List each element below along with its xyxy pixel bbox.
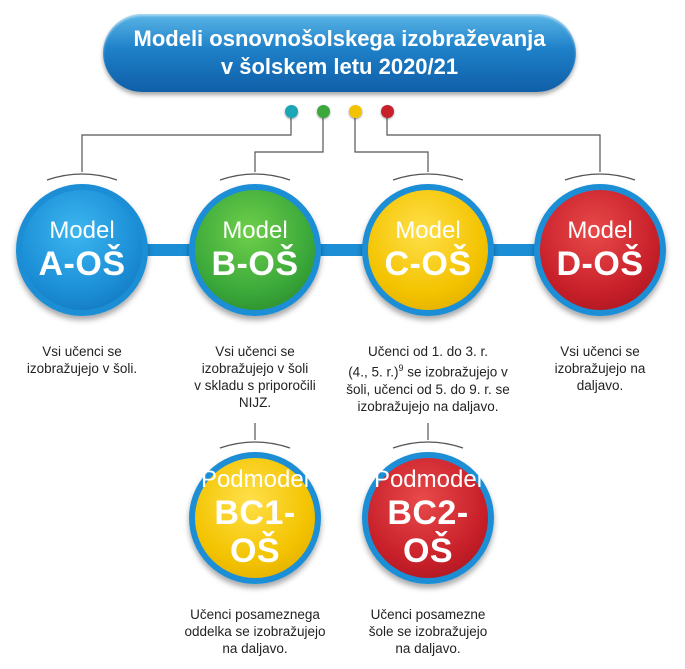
model-d-code: D-OŠ [556,245,644,283]
model-b-desc: Vsi učenci se izobražujejo v šoli v skla… [194,344,316,410]
model-c-code: C-OŠ [384,245,472,283]
submodel-bc1-prefix: Podmodel [200,466,310,493]
model-a-circle: Model A-OŠ [16,184,148,316]
model-b-circle: Model B-OŠ [189,184,321,316]
model-d-desc: Vsi učenci se izobražujejo na daljavo. [554,344,646,393]
model-d-circle: Model D-OŠ [534,184,666,316]
submodel-bc2-prefix: Podmodel [373,466,483,493]
model-b-prefix: Model [222,217,288,244]
line-red [386,118,601,172]
line-yellow [354,118,429,172]
model-a-desc: Vsi učenci se izobražujejo v šoli. [26,344,138,376]
title-banner: Modeli osnovnošolskega izobraževanja v š… [103,14,576,92]
dot-red [381,105,394,118]
model-c-prefix: Model [395,217,461,244]
arc-a [46,173,118,181]
dot-teal [285,105,298,118]
submodel-bc1-desc: Učenci posameznega oddelka se izobražuje… [184,607,326,656]
footnote-marker: 9 [398,363,404,373]
title-line1: Modeli osnovnošolskega izobraževanja [133,26,546,51]
submodel-bc1-code: BC1-OŠ [214,494,296,570]
submodel-bc1-circle: Podmodel BC1-OŠ [189,452,321,584]
arc-d [564,173,636,181]
arc-c [392,173,464,181]
title-line2: v šolskem letu 2020/21 [220,54,459,79]
model-a-prefix: Model [49,217,115,244]
arc-bc2 [392,441,464,449]
model-c-circle: Model C-OŠ [362,184,494,316]
line-green [254,118,324,172]
model-b-code: B-OŠ [211,245,299,283]
model-c-desc: Učenci od 1. do 3. r. (4., 5. r.)9 se iz… [346,344,510,414]
dot-green [317,105,330,118]
submodel-bc2-circle: Podmodel BC2-OŠ [362,452,494,584]
model-a-code: A-OŠ [38,245,126,283]
submodel-bc2-desc: Učenci posamezne šole se izobražujejo na… [368,607,488,656]
arc-b [219,173,291,181]
arc-bc1 [219,441,291,449]
submodel-bc2-code: BC2-OŠ [387,494,469,570]
line-teal [81,118,292,172]
dot-yellow [349,105,362,118]
model-d-prefix: Model [567,217,633,244]
